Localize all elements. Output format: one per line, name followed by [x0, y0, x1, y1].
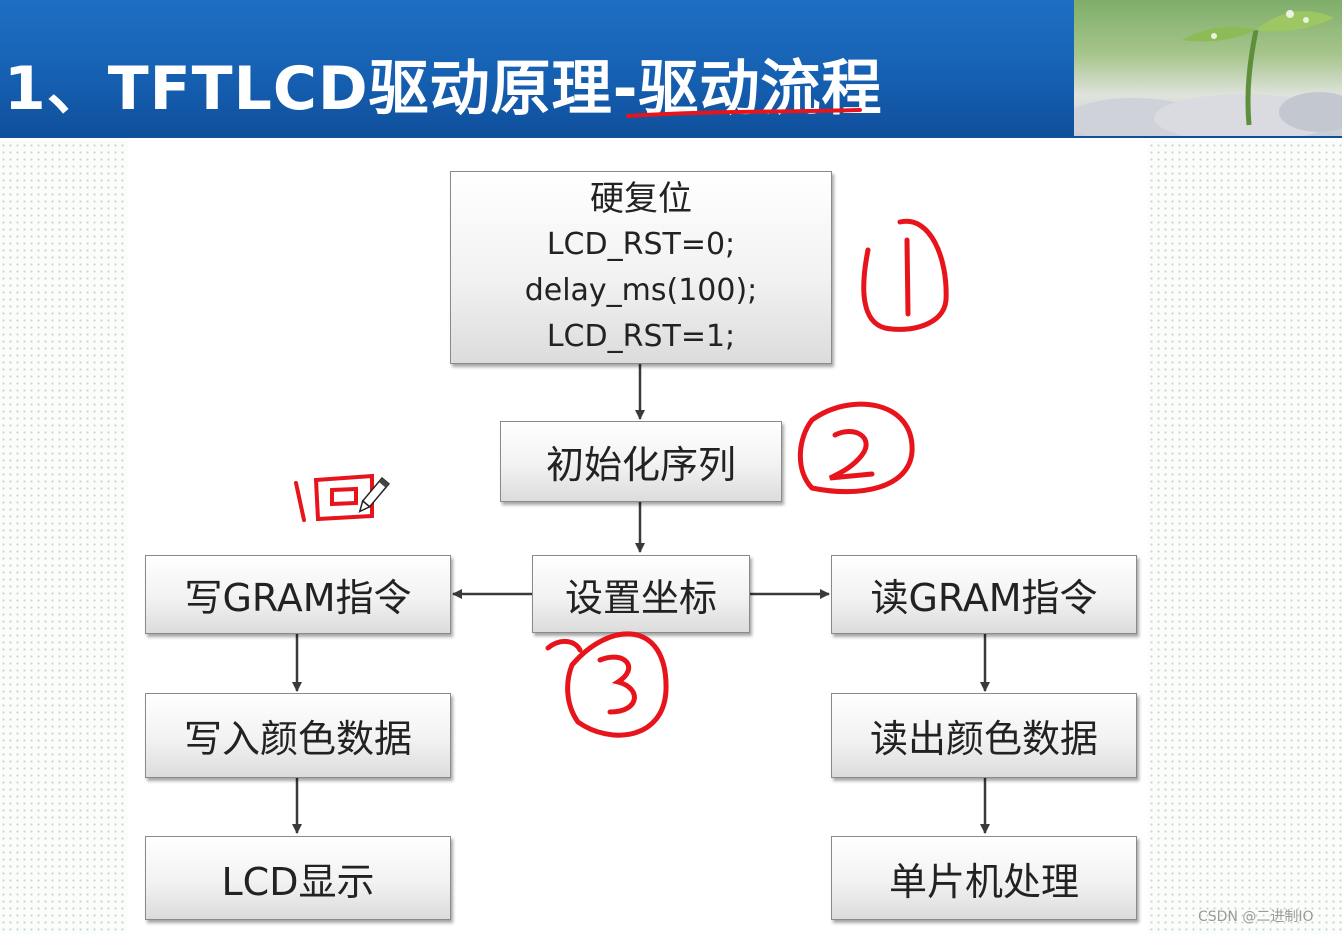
title-underline — [628, 110, 860, 116]
annotation-mark-3 — [548, 634, 666, 735]
annotation-mark-4 — [296, 476, 372, 520]
csdn-watermark: CSDN @二进制IO — [1198, 906, 1314, 926]
annotation-mark-1 — [864, 221, 946, 329]
annotation-mark-2 — [800, 404, 912, 492]
